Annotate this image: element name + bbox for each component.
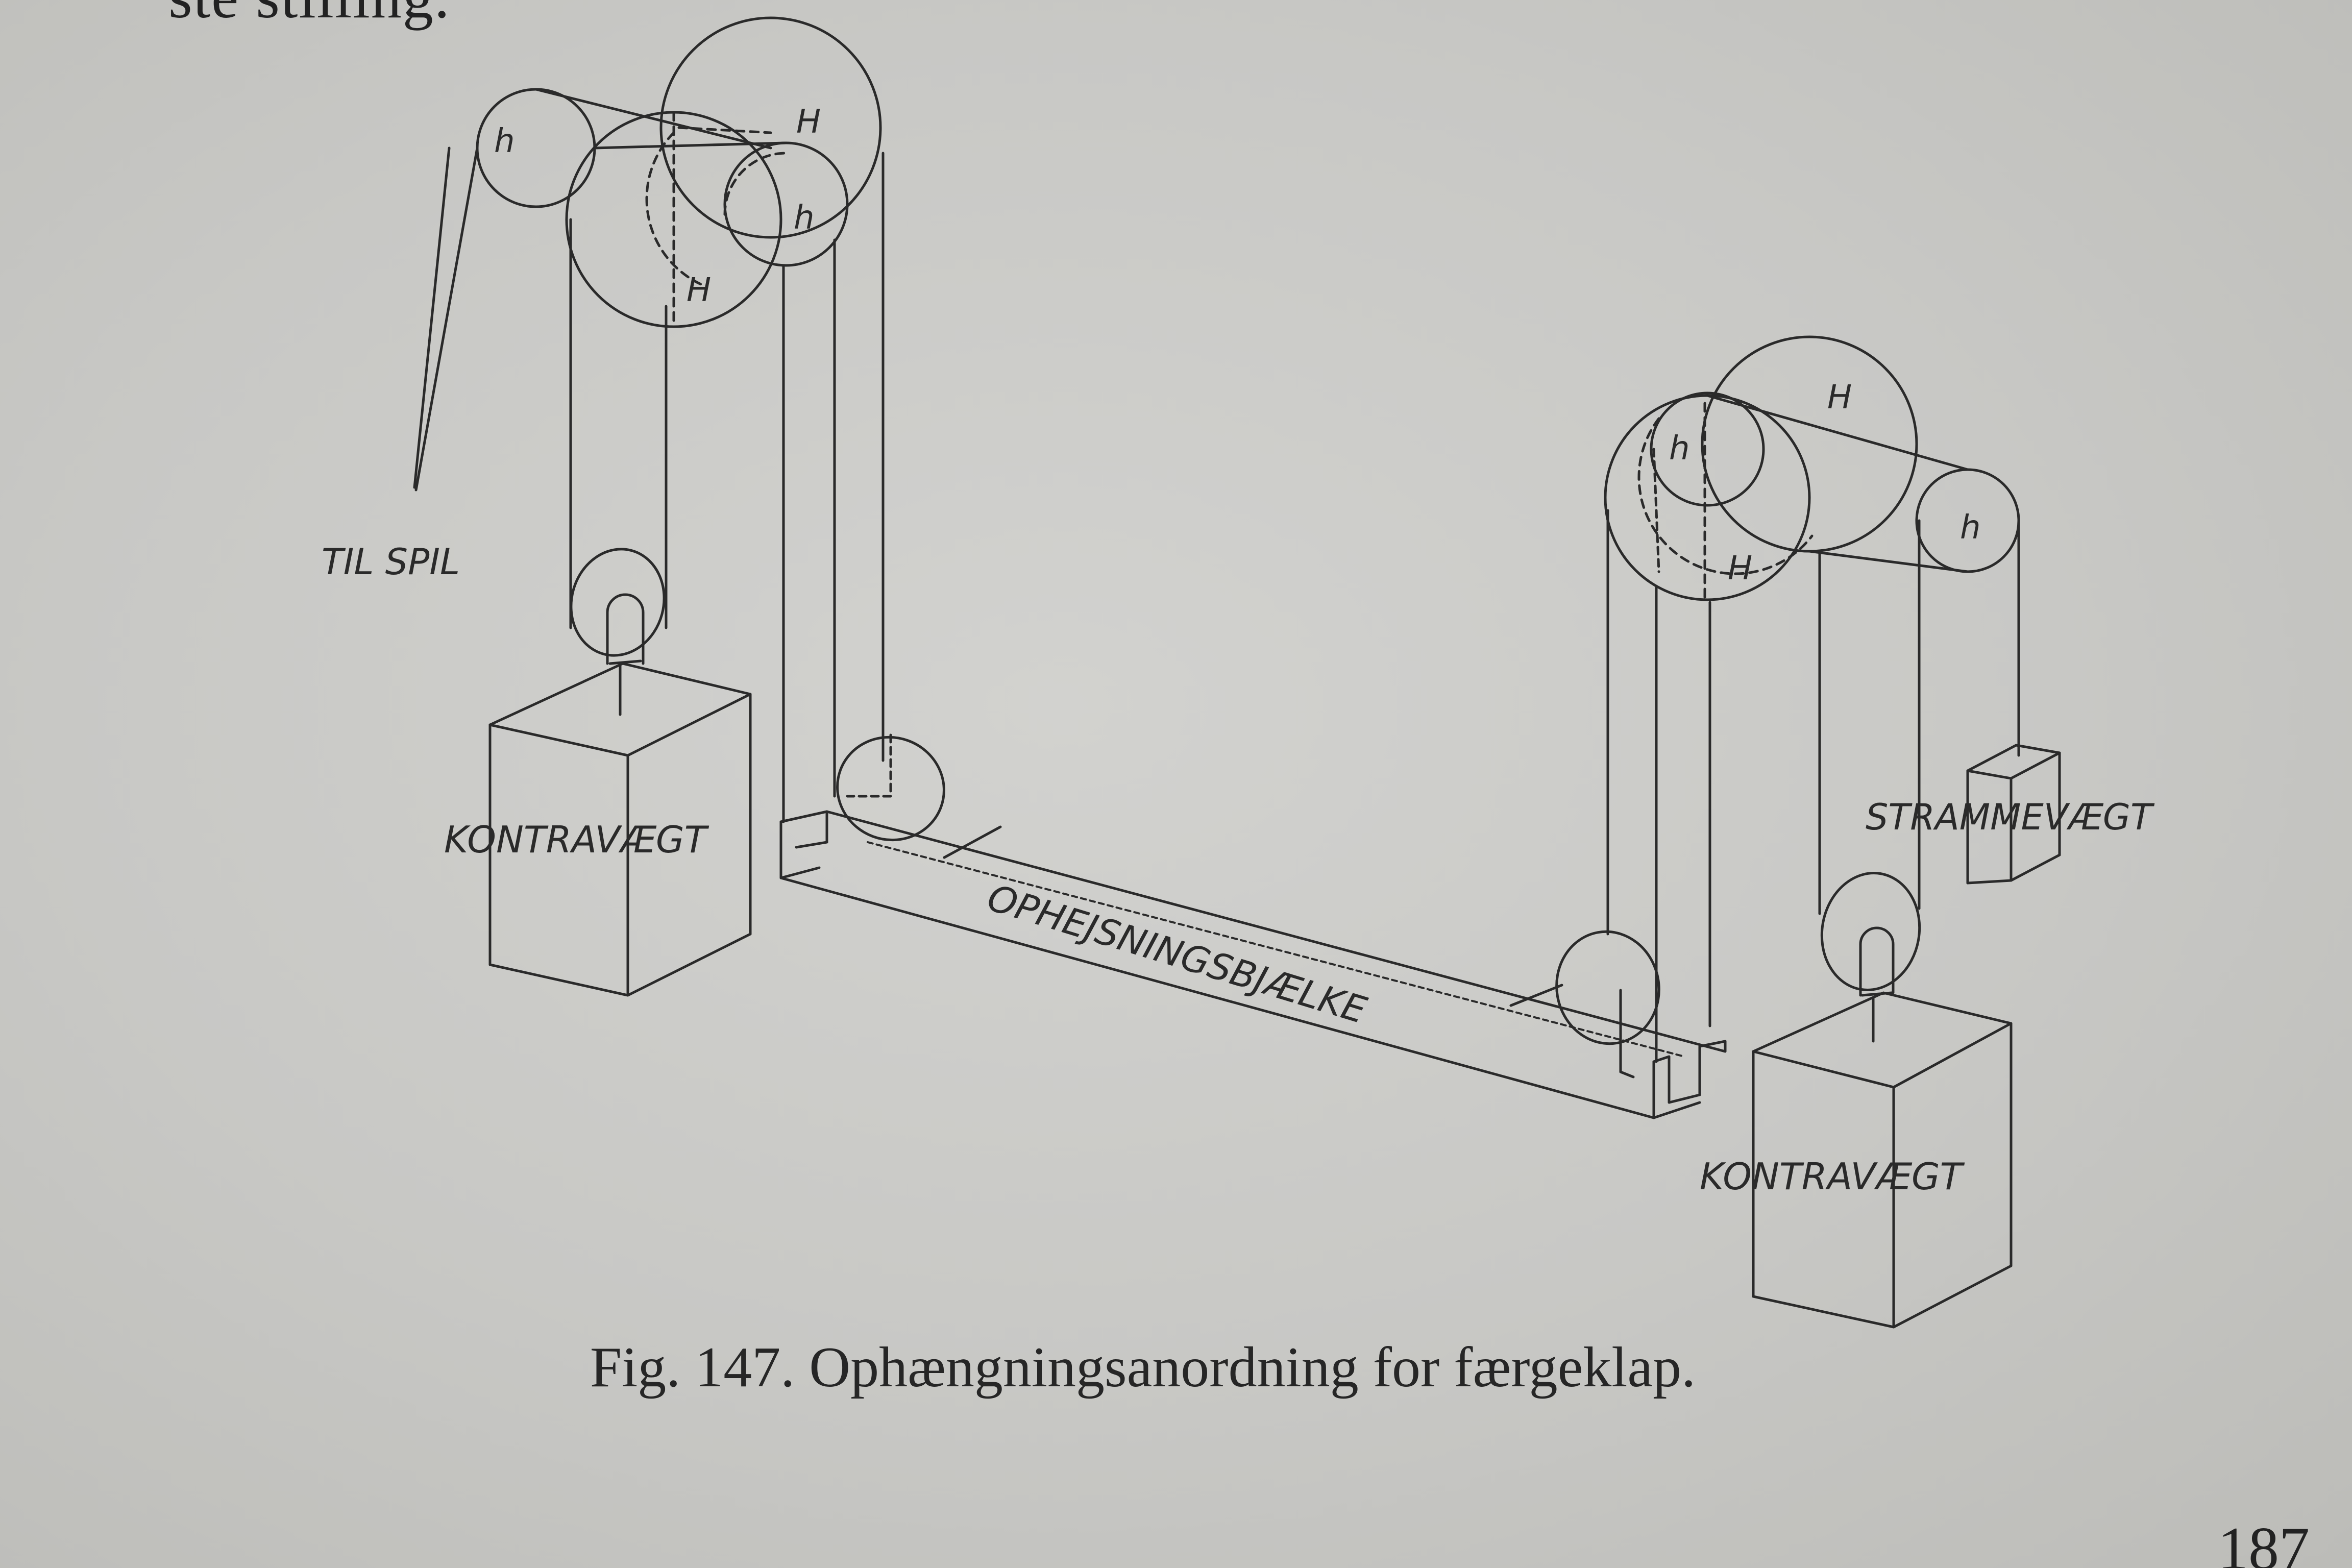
left-counterweight-ropes	[569, 218, 668, 629]
left-counterweight-sheave	[570, 548, 666, 716]
winch-rope: TIL SPIL	[322, 146, 479, 583]
left-large-sheave-rear	[659, 16, 882, 239]
label-H: H	[1827, 379, 1852, 416]
label-til-spil: TIL SPIL	[322, 541, 460, 583]
label-H: H	[687, 272, 711, 309]
right-small-sheave-inner	[1650, 391, 1765, 507]
figure-caption: Fig. 147. Ophængningsanordning for færge…	[590, 1336, 1696, 1399]
right-sheave-labels: h H H h	[1669, 379, 1981, 587]
right-sheave-assembly	[1604, 335, 2020, 604]
right-counterweight-ropes	[1818, 519, 2020, 915]
previous-text-line: ste stilling.	[168, 0, 451, 32]
right-beam-ropes	[1606, 509, 1711, 1063]
left-sheave-labels: h H h H	[494, 103, 821, 309]
left-counterweight-box: KONTRAVÆGT	[444, 662, 752, 997]
label-h: h	[494, 122, 515, 160]
label-h: h	[1960, 509, 1981, 547]
label-h: h	[1669, 430, 1690, 468]
label-ophejsningsbjaelke: OPHEJSNINGSBJÆLKE	[983, 876, 1371, 1032]
left-sheave-assembly	[476, 16, 882, 328]
hoisting-beam: OPHEJSNINGSBJÆLKE	[779, 810, 1727, 1119]
page-number: 187	[2218, 1514, 2310, 1568]
right-large-sheave-rear	[1701, 335, 1918, 553]
right-counterweight-sheave	[1820, 872, 1921, 1043]
label-h: h	[794, 199, 815, 237]
beam-sheave-right	[1555, 930, 1660, 1079]
left-small-sheave-inner	[723, 141, 849, 267]
right-counterweight-box: KONTRAVÆGT	[1700, 991, 2013, 1329]
label-strammevaegt: STRAMMEVÆGT	[1866, 796, 2155, 838]
label-H: H	[1728, 550, 1752, 587]
beam-sheave-left	[836, 733, 945, 842]
label-kontravaegt-right: KONTRAVÆGT	[1700, 1155, 1965, 1198]
left-beam-ropes	[782, 152, 885, 823]
label-H: H	[796, 103, 821, 141]
label-kontravaegt-left: KONTRAVÆGT	[444, 818, 709, 861]
tensioning-weight: STRAMMEVÆGT	[1866, 744, 2155, 885]
